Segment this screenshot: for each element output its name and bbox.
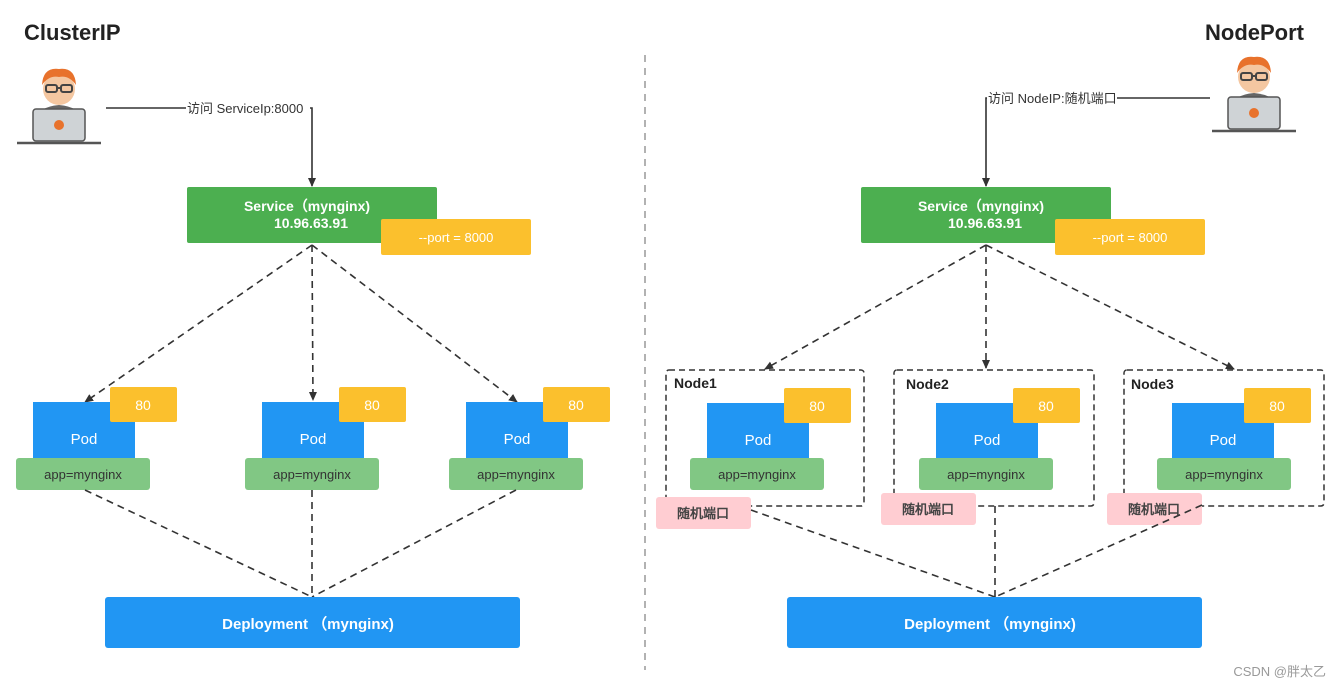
node-frame <box>893 369 1095 507</box>
service-box <box>187 187 437 243</box>
pod-to-deployment-link <box>84 489 313 598</box>
port-badge-label: --port = 8000 <box>419 230 494 245</box>
service-name: Service（mynginx) <box>918 198 1044 214</box>
pod-label: Pod <box>745 432 772 449</box>
pod-label: Pod <box>1210 432 1237 449</box>
service-to-node1-arrow <box>764 244 987 370</box>
pod-selector-label: app=mynginx <box>273 467 351 482</box>
random-port-badge <box>656 497 751 529</box>
watermark: CSDN @胖太乙 <box>1233 664 1326 679</box>
pod-selector-label-box <box>245 458 379 490</box>
pod-port-label: 80 <box>364 397 380 413</box>
pod-port-badge <box>1244 388 1311 423</box>
pod-label: Pod <box>300 431 327 448</box>
pod-selector-label-box <box>919 458 1053 490</box>
node-label: Node2 <box>906 376 949 392</box>
pod-selector-label: app=mynginx <box>718 467 796 482</box>
port-badge <box>1055 219 1205 255</box>
pod-selector-label: app=mynginx <box>1185 467 1263 482</box>
access-label: 访问 ServiceIp:8000 <box>187 101 303 116</box>
deployment-box <box>105 597 520 648</box>
pod-port-label: 80 <box>809 398 825 414</box>
pod-port-badge <box>543 387 610 422</box>
pod-port-label: 80 <box>1269 398 1285 414</box>
service-to-pod2-arrow <box>308 244 317 401</box>
nodeport-title: NodePort <box>1205 20 1305 45</box>
access-label: 访问 NodeIP:随机端口 <box>988 91 1117 106</box>
pod-selector-label-box <box>449 458 583 490</box>
access-line <box>106 107 316 187</box>
pod-selector-label: app=mynginx <box>477 467 555 482</box>
pod-port-badge <box>1013 388 1080 423</box>
random-port-badge <box>881 493 976 525</box>
deployment-label: Deployment （mynginx) <box>904 615 1076 633</box>
user-icon <box>15 67 103 145</box>
service-name: Service（mynginx) <box>244 198 370 214</box>
node-to-deployment-link <box>994 504 1203 598</box>
access-line <box>982 97 1210 187</box>
service-ip: 10.96.63.91 <box>948 215 1022 231</box>
node-label: Node3 <box>1131 376 1174 392</box>
pod-label: Pod <box>71 431 98 448</box>
node-frame <box>1123 369 1325 507</box>
deployment-box <box>787 597 1202 648</box>
service-box <box>861 187 1111 243</box>
clusterip-title: ClusterIP <box>24 20 121 45</box>
random-port-badge <box>1107 493 1202 525</box>
node-frame <box>665 369 865 507</box>
pod-selector-label: app=mynginx <box>947 467 1025 482</box>
pod-to-deployment-link <box>311 489 517 598</box>
pod-port-label: 80 <box>135 397 151 413</box>
node-label: Node1 <box>674 375 717 391</box>
pod-port-badge <box>339 387 406 422</box>
pod-label: Pod <box>974 432 1001 449</box>
service-to-pod3-arrow <box>311 244 518 403</box>
deployment-label: Deployment （mynginx) <box>222 615 394 633</box>
port-badge-label: --port = 8000 <box>1093 230 1168 245</box>
pod-port-badge <box>110 387 177 422</box>
pod-port-label: 80 <box>568 397 584 413</box>
pod-selector-label: app=mynginx <box>44 467 122 482</box>
pod-port-badge <box>784 388 851 423</box>
random-port-label: 随机端口 <box>1128 502 1180 517</box>
service-to-pod1-arrow <box>84 244 313 403</box>
pod-label: Pod <box>504 431 531 448</box>
random-port-label: 随机端口 <box>677 506 729 521</box>
pod-selector-label-box <box>16 458 150 490</box>
pod-selector-label-box <box>1157 458 1291 490</box>
user-icon <box>1210 55 1298 133</box>
port-badge <box>381 219 531 255</box>
pod-port-label: 80 <box>1038 398 1054 414</box>
service-ip: 10.96.63.91 <box>274 215 348 231</box>
pod-selector-label-box <box>690 458 824 490</box>
service-to-node3-arrow <box>985 244 1235 370</box>
random-port-label: 随机端口 <box>902 502 954 517</box>
